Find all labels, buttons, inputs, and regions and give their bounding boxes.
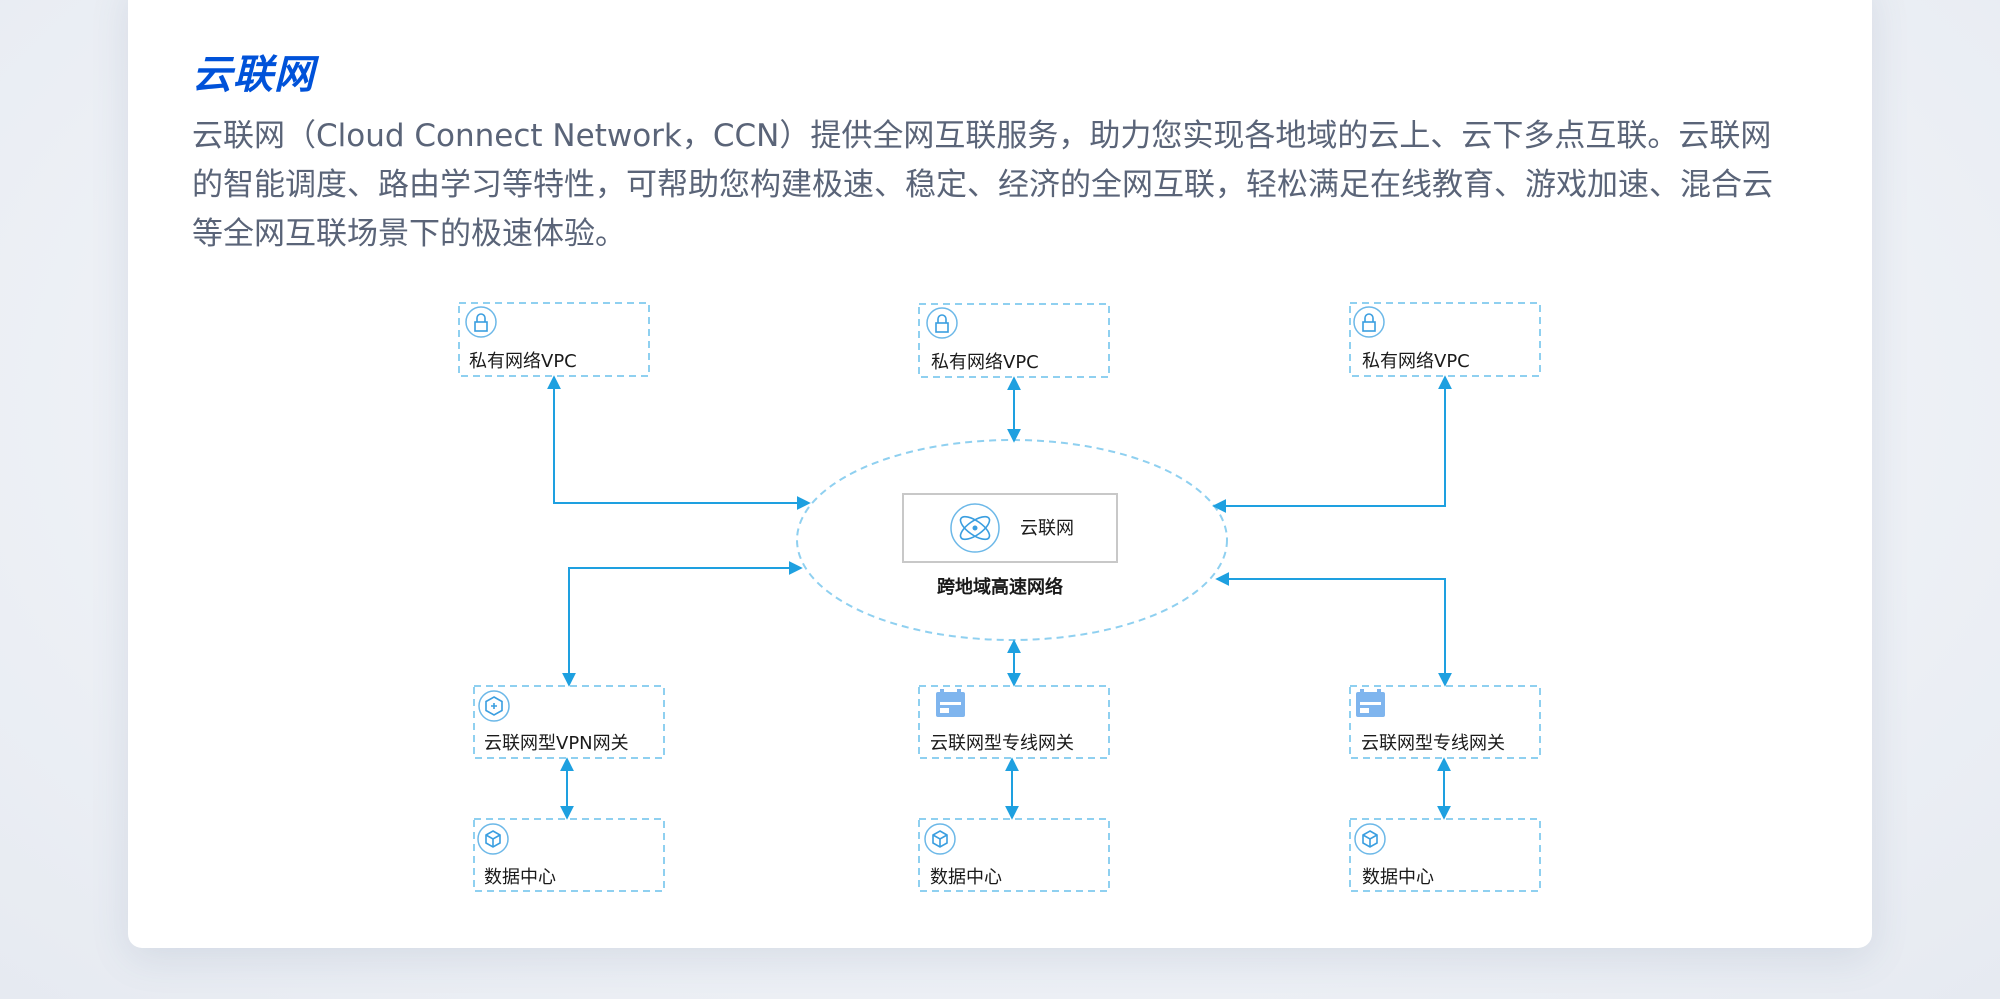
ccn-service-label: 云联网 [1020,518,1074,539]
connector-vpc-left [547,375,811,510]
vpc-node-left[interactable]: 私有网络VPC [458,302,650,377]
vpc-label: 私有网络VPC [1362,351,1470,372]
vpn-gateway-icon [478,690,510,722]
direct-connect-gateway-icon [936,689,965,717]
connector-gateway-right [1215,572,1452,687]
vpn-gateway-node[interactable]: 云联网型VPN网关 [473,685,665,759]
direct-connect-gateway-node-center[interactable]: 云联网型专线网关 [918,685,1110,759]
datacenter-node-left[interactable]: 数据中心 [473,818,665,892]
ccn-service-box[interactable] [902,493,1118,563]
datacenter-label: 数据中心 [930,867,1002,888]
page-description: 云联网（Cloud Connect Network，CCN）提供全网互联服务，助… [192,118,1773,252]
gateway-label: 云联网型VPN网关 [484,733,629,754]
vpc-node-right[interactable]: 私有网络VPC [1349,302,1541,377]
cube-icon [1354,823,1386,855]
lock-icon [1353,306,1385,338]
datacenter-node-center[interactable]: 数据中心 [918,818,1110,892]
vpc-node-center[interactable]: 私有网络VPC [918,303,1110,378]
datacenter-label: 数据中心 [484,867,556,888]
direct-connect-gateway-icon [1356,689,1385,717]
cube-icon [477,823,509,855]
datacenter-node-right[interactable]: 数据中心 [1349,818,1541,892]
vpc-label: 私有网络VPC [931,352,1039,373]
content-card [128,0,1872,948]
cross-region-network-caption: 跨地域高速网络 [937,576,1063,598]
datacenter-label: 数据中心 [1362,867,1434,888]
connector-vpn-gateway [562,561,803,687]
lock-icon [926,307,958,339]
connector-vpc-right [1212,375,1452,513]
page-title: 云联网 [192,52,315,98]
cube-icon [924,823,956,855]
vpc-label: 私有网络VPC [469,351,577,372]
direct-connect-gateway-node-right[interactable]: 云联网型专线网关 [1349,685,1541,759]
lock-icon [465,306,497,338]
gateway-label: 云联网型专线网关 [1361,733,1505,754]
gateway-label: 云联网型专线网关 [930,733,1074,754]
ccn-atom-icon [950,503,1000,553]
